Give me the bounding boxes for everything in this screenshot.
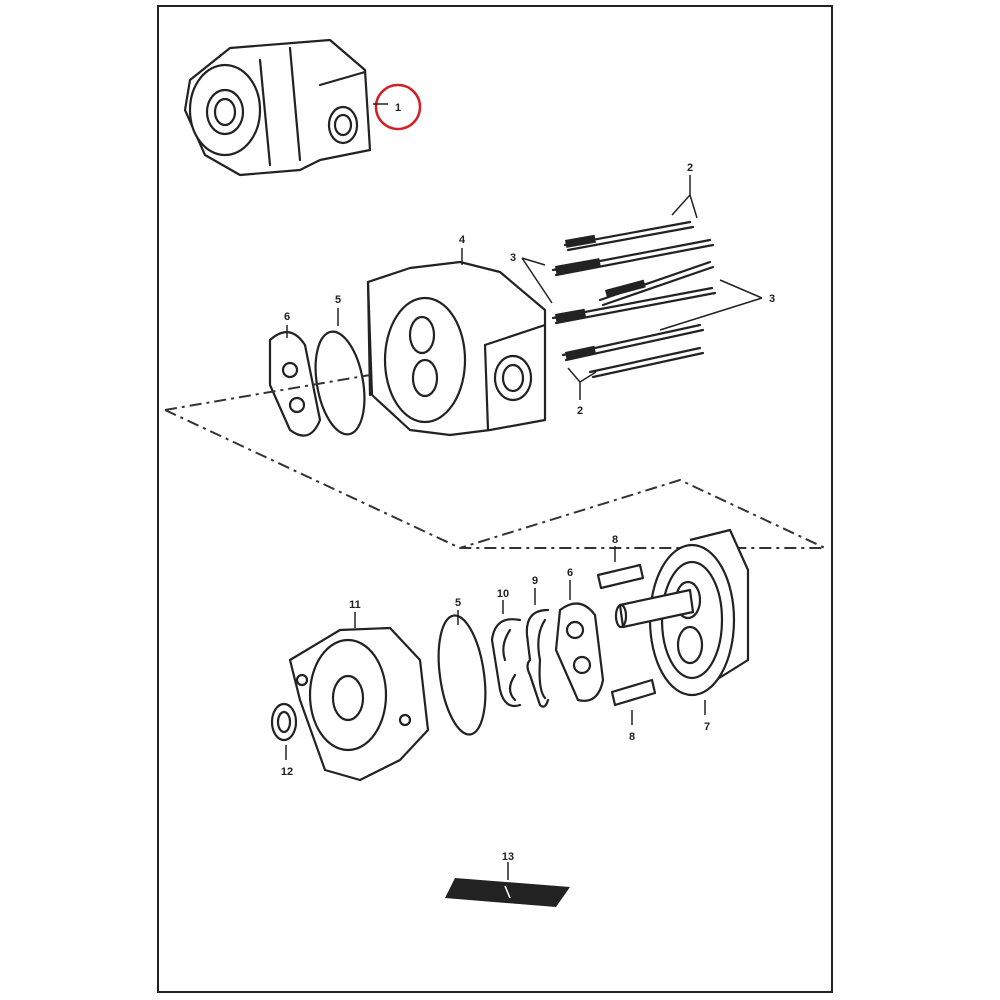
callout-5a: 5 (335, 294, 341, 306)
callout-8a: 8 (612, 534, 618, 546)
callout-9: 9 (532, 575, 538, 587)
callout-6b: 6 (567, 567, 573, 579)
callout-13: 13 (502, 851, 514, 863)
callout-10: 10 (497, 588, 509, 600)
seal-ring-part[interactable] (525, 608, 550, 708)
callout-5b: 5 (455, 597, 461, 609)
shaft-seal-part[interactable] (270, 702, 298, 742)
diagram-frame (157, 5, 833, 993)
wear-plate-upper-part[interactable] (268, 331, 322, 437)
callout-2a: 2 (687, 162, 693, 174)
dowel-upper-part[interactable] (596, 563, 645, 590)
callout-8b: 8 (629, 731, 635, 743)
callout-12: 12 (281, 766, 293, 778)
pump-assembly-part[interactable] (183, 38, 372, 177)
callout-3b: 3 (769, 293, 775, 305)
alignment-line (164, 409, 826, 549)
seal-upper-part[interactable] (308, 328, 371, 438)
callout-2b: 2 (577, 405, 583, 417)
highlight-circle (374, 83, 422, 131)
seal-lower-part[interactable] (432, 613, 492, 738)
bolts-part[interactable] (551, 220, 717, 379)
decal-part[interactable] (445, 878, 570, 907)
backup-ring-part[interactable] (490, 618, 522, 708)
callout-6a: 6 (284, 311, 290, 323)
gear-body-part[interactable] (614, 528, 750, 697)
callout-11: 11 (349, 599, 361, 611)
callout-1: 1 (395, 102, 401, 114)
housing-part[interactable] (366, 260, 547, 437)
callout-4: 4 (459, 234, 466, 246)
front-cover-part[interactable] (288, 626, 430, 782)
wear-plate-lower-part[interactable] (554, 602, 605, 702)
callout-7: 7 (704, 721, 710, 733)
callout-3a: 3 (510, 252, 516, 264)
dowel-lower-part[interactable] (610, 678, 657, 707)
